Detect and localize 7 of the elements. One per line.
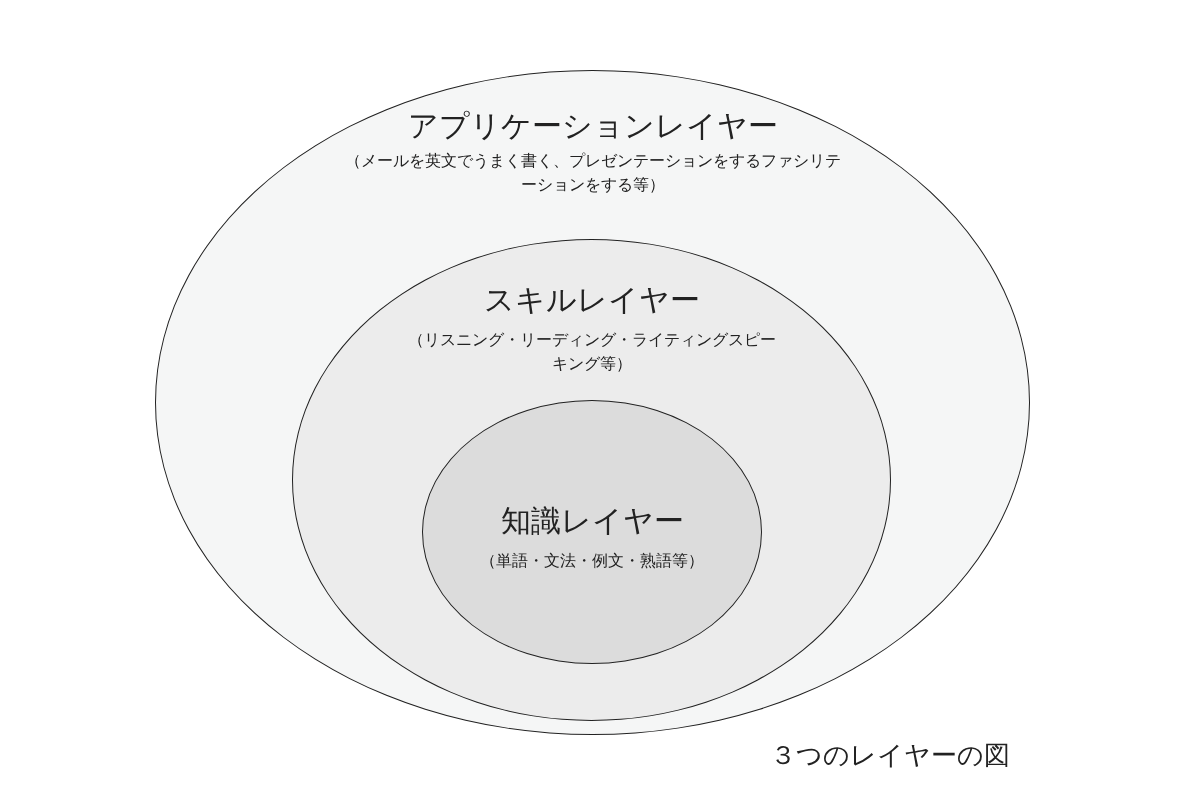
layer-description: （リスニング・リーディング・ライティングスピーキング等） (406, 329, 777, 375)
caption: ３つのレイヤーの図 (770, 739, 1010, 772)
layer-title: 知識レイヤー (500, 502, 684, 540)
layer-description: （メールを英文でうまく書く、プレゼンテーションをするファシリテーションをする等） (343, 150, 842, 196)
layer-title: スキルレイヤー (483, 281, 700, 319)
layer-title: アプリケーションレイヤー (407, 107, 778, 145)
layer-description: （単語・文法・例文・熟語等） (479, 550, 705, 572)
